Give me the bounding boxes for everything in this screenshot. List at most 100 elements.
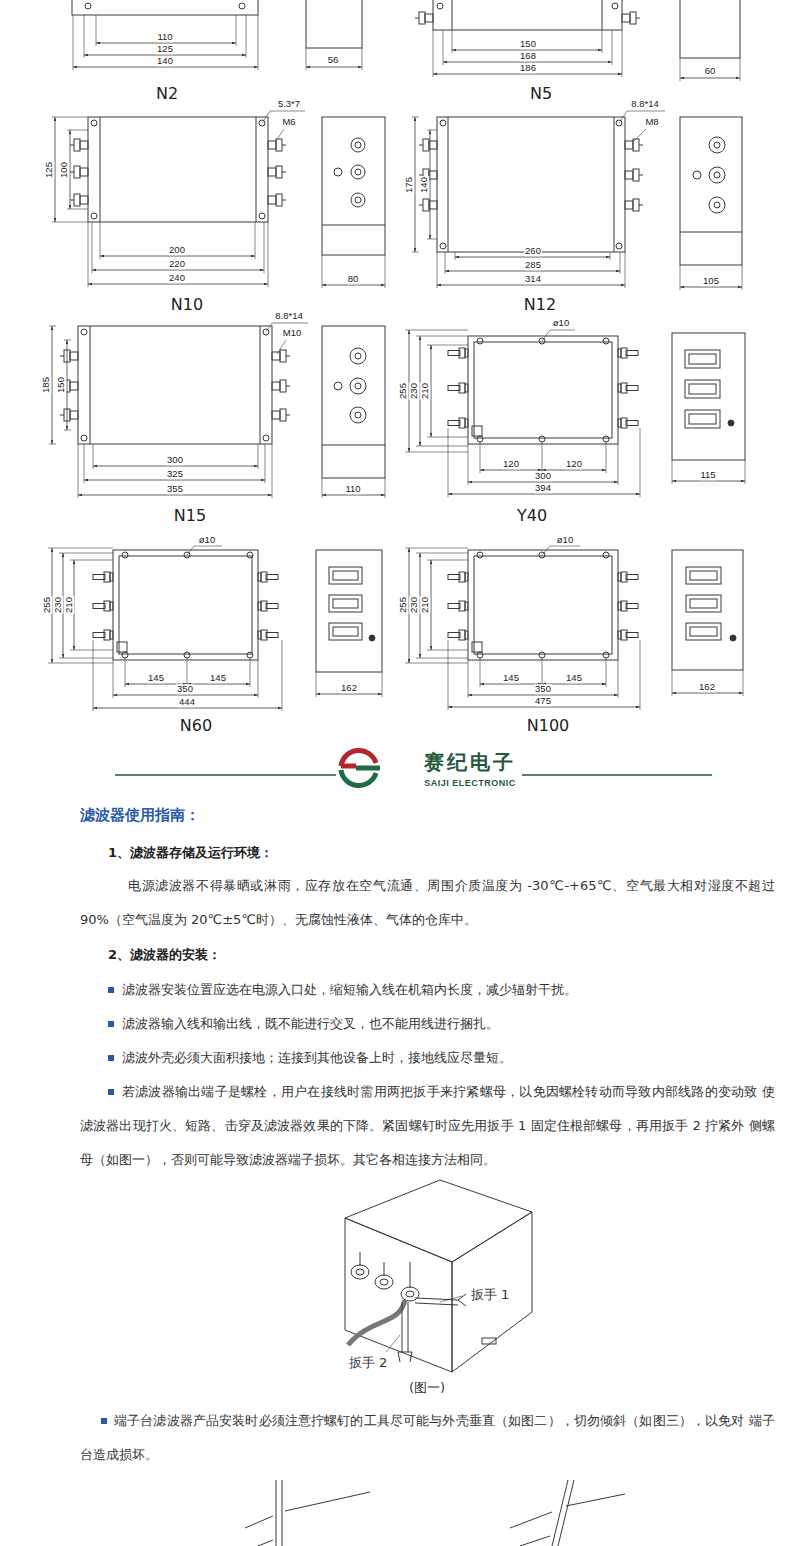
filter-drawing-n60-part <box>113 695 258 696</box>
filter-drawing-n2-part <box>85 3 91 9</box>
figure-label: (图一) <box>407 1381 447 1394</box>
filter-drawing-n10 <box>52 111 385 288</box>
filter-drawing-y40-part <box>542 330 575 341</box>
filter-drawing-y40-part <box>474 342 612 438</box>
filter-drawing-n10-part <box>351 138 365 152</box>
bullet-marks <box>101 987 114 1424</box>
filter-drawing-n12-part <box>625 169 643 181</box>
filter-drawing-n15-part <box>84 480 265 481</box>
filter-drawing-n100-part <box>448 630 468 640</box>
filter-drawing-n100-part <box>539 652 545 658</box>
dimension-label: 150 <box>56 376 66 394</box>
filter-drawing-n15-part <box>266 323 308 354</box>
dimension-label: 186 <box>519 63 537 73</box>
filter-drawing-n10-part <box>355 197 361 203</box>
wrench-illustration-part <box>380 1279 388 1285</box>
dimension-label: 394 <box>534 483 552 493</box>
filter-drawing-n5-part <box>612 3 618 9</box>
wrench-illustration <box>345 1180 532 1372</box>
filter-drawing-n5-part <box>433 0 622 30</box>
filter-drawing-y40-part <box>448 418 468 428</box>
filter-drawing-n60-part <box>333 571 358 580</box>
brand-name: 赛纪电子 <box>424 752 516 772</box>
filter-drawing-n12-part <box>680 117 742 265</box>
dimension-label: 175 <box>404 176 414 194</box>
model-name: N10 <box>171 297 203 313</box>
filter-drawing-n15-part <box>81 329 87 335</box>
filter-drawing-n60-part <box>187 684 250 685</box>
filter-drawing-n12-part <box>714 172 720 178</box>
model-name: N2 <box>156 86 178 102</box>
filter-drawing-y40-part <box>618 383 638 393</box>
brand-logo-part <box>522 774 712 776</box>
filter-drawing-n60-part <box>333 599 358 608</box>
filter-drawing-n12-part <box>693 171 701 179</box>
dimension-label: ø10 <box>556 535 574 545</box>
filter-drawing-n100-part <box>448 572 468 582</box>
wrench-illustration-part <box>386 1296 462 1352</box>
filter-drawing-n15-part <box>334 382 342 390</box>
bullet-marks-part <box>108 987 114 993</box>
filter-drawing-n100-part <box>686 567 721 584</box>
filter-drawing-n100-part <box>468 550 618 660</box>
filter-drawing-y40-part <box>603 338 609 344</box>
body-text: 滤波器安装位置应选在电源入口处，缩短输入线在机箱内长度，减少辐射干扰。 <box>122 973 772 1007</box>
filter-drawing-n60-part <box>316 694 382 695</box>
terminal-block-illustration-part <box>276 1480 282 1546</box>
dimension-label: 255 <box>398 596 408 614</box>
filter-drawing-n60-part <box>187 546 222 555</box>
filter-drawing-n5-part <box>452 0 602 30</box>
filter-drawing-n100-part <box>431 560 432 650</box>
filter-drawing-n12-part <box>680 265 742 290</box>
dimension-label: 325 <box>166 469 184 479</box>
dimension-label: 185 <box>41 376 51 394</box>
filter-drawing-n100-part <box>477 652 483 658</box>
filter-drawing-n60-part <box>93 601 113 611</box>
filter-drawing-n60-part <box>258 572 278 582</box>
filter-drawing-n10-part <box>88 117 268 222</box>
filter-drawing-n100-part <box>690 571 717 580</box>
terminal-block-illustration <box>245 1480 625 1546</box>
filter-drawing-n100-part <box>603 652 609 658</box>
filter-drawing-n15-part <box>78 495 272 496</box>
filter-drawing-n100-part <box>542 546 580 555</box>
filter-drawing-y40-part <box>672 460 745 484</box>
filter-drawing-n10-part <box>92 270 264 271</box>
filter-drawing-n12-part <box>440 243 446 249</box>
filter-drawing-y40-part <box>672 333 745 460</box>
filter-drawing-n15-part <box>322 326 385 478</box>
filter-drawing-n60-part <box>93 630 113 640</box>
filter-drawing-n60-part <box>122 552 128 558</box>
filter-drawing-n12-part <box>680 287 742 288</box>
filter-drawing-n15-part <box>322 495 385 496</box>
wrench-illustration-part <box>348 1300 405 1345</box>
dimension-label: 230 <box>409 596 419 614</box>
dimension-label: 350 <box>534 684 552 694</box>
filter-drawing-n12-part <box>437 117 625 252</box>
filter-drawing-n15-part <box>81 435 87 441</box>
dimension-label: 60 <box>704 66 717 76</box>
filter-drawing-n5-part <box>437 3 443 9</box>
dimension-label: 140 <box>419 176 429 194</box>
figure-label: 扳手 2 <box>347 1356 389 1369</box>
dimension-label: 110 <box>344 484 361 494</box>
filter-drawing-y40-part <box>480 470 542 471</box>
filter-drawing-n15-part <box>350 348 366 364</box>
filter-drawing-n10-part <box>91 120 97 126</box>
filter-drawing-n5-part <box>433 74 622 75</box>
filter-drawing-n60-part <box>329 567 362 584</box>
dimension-label: 140 <box>156 56 174 66</box>
filter-drawing-n100-part <box>618 630 638 640</box>
body-text: 滤波外壳必须大面积接地；连接到其他设备上时，接地线应尽量短。 <box>122 1041 772 1075</box>
filter-drawing-n2-part <box>306 48 362 70</box>
filter-drawing-n10-part <box>268 139 286 151</box>
terminal-block-illustration-part <box>245 1492 370 1546</box>
filter-drawing-n10-part <box>322 285 385 286</box>
filter-drawing-y40-part <box>685 380 720 398</box>
filter-drawing-n100-part <box>480 684 542 685</box>
filter-drawing-n60-part <box>93 708 282 709</box>
filter-drawing-n10-part <box>351 193 365 207</box>
filter-drawing-n12-part <box>455 257 610 258</box>
filter-drawing-n2-part <box>73 15 258 70</box>
filter-drawing-n12 <box>412 111 742 290</box>
